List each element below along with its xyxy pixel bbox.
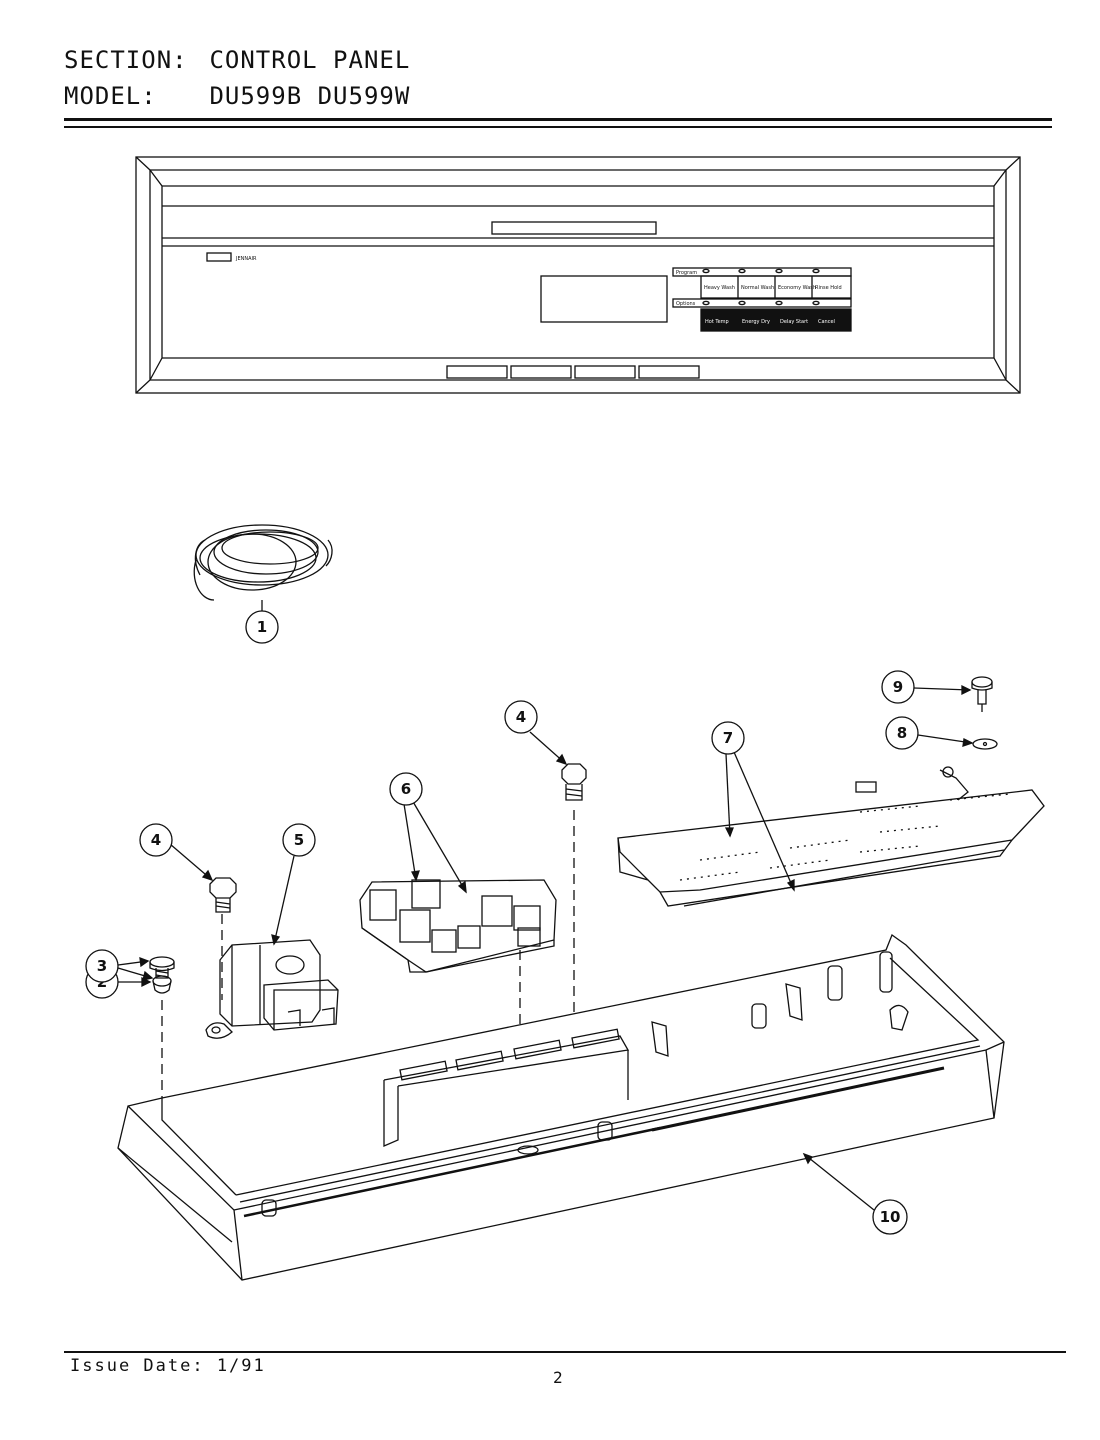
control-board-part-7 (617, 766, 1045, 907)
header-rule-top (64, 118, 1052, 121)
svg-text:4: 4 (516, 708, 526, 726)
option-button-2: Energy Dry (742, 319, 770, 325)
panel-brand-label: JENNAIR (235, 256, 257, 262)
control-panel-front-view (135, 156, 1021, 394)
transformer-part-5 (205, 939, 339, 1039)
issue-date: Issue Date: 1/91 (70, 1356, 266, 1376)
svg-text:6: 6 (401, 780, 411, 798)
svg-text:7: 7 (723, 729, 733, 747)
bolt-part-4-left (209, 877, 237, 1000)
model-value: DU599B DU599W (209, 82, 411, 110)
svg-text:3: 3 (97, 957, 107, 975)
svg-text:4: 4 (151, 831, 161, 849)
callout-5: 5 (271, 823, 316, 946)
options-label: Options (676, 301, 696, 307)
section-line: SECTION: CONTROL PANEL (64, 46, 410, 74)
callout-4-center: 4 (504, 700, 568, 766)
footer-rule (64, 1351, 1066, 1353)
section-label: SECTION: (64, 46, 188, 74)
svg-text:9: 9 (893, 678, 903, 696)
program-label: Program (676, 270, 697, 276)
callout-8: 8 (885, 716, 974, 750)
svg-text:10: 10 (880, 1208, 901, 1226)
callout-10: 10 (802, 1152, 908, 1235)
option-button-3: Delay Start (780, 319, 808, 325)
callout-7: 7 (711, 721, 795, 892)
program-button-4: Rinse Hold (815, 285, 842, 291)
model-line: MODEL: DU599B DU599W (64, 82, 410, 110)
washer-part-8 (972, 738, 998, 750)
screw-part-3 (149, 956, 175, 979)
callout-9: 9 (881, 670, 972, 704)
callout-3: 3 (85, 949, 154, 983)
callout-1: 1 (245, 610, 279, 644)
wire-harness-part-1 (193, 524, 333, 612)
program-button-3: Economy Wash (778, 285, 816, 291)
page-number: 2 (553, 1368, 563, 1387)
svg-text:5: 5 (294, 831, 304, 849)
console-housing-part-10 (117, 933, 1005, 1281)
model-label: MODEL: (64, 82, 157, 110)
svg-text:8: 8 (897, 724, 907, 742)
option-button-1: Hot Temp (705, 319, 729, 325)
header-rule-bottom (64, 126, 1052, 128)
callout-6: 6 (389, 772, 467, 894)
program-button-1: Heavy Wash (704, 285, 735, 291)
svg-text:1: 1 (257, 618, 267, 636)
relay-board-part-6 (359, 879, 557, 1095)
bolt-part-4-center (561, 763, 587, 1020)
plug-part-2 (152, 975, 172, 1110)
callout-4-left: 4 (139, 823, 214, 882)
option-button-4: Cancel (818, 319, 835, 325)
program-button-2: Normal Wash (741, 285, 774, 291)
screw-part-9 (971, 676, 993, 712)
section-value: CONTROL PANEL (209, 46, 411, 74)
